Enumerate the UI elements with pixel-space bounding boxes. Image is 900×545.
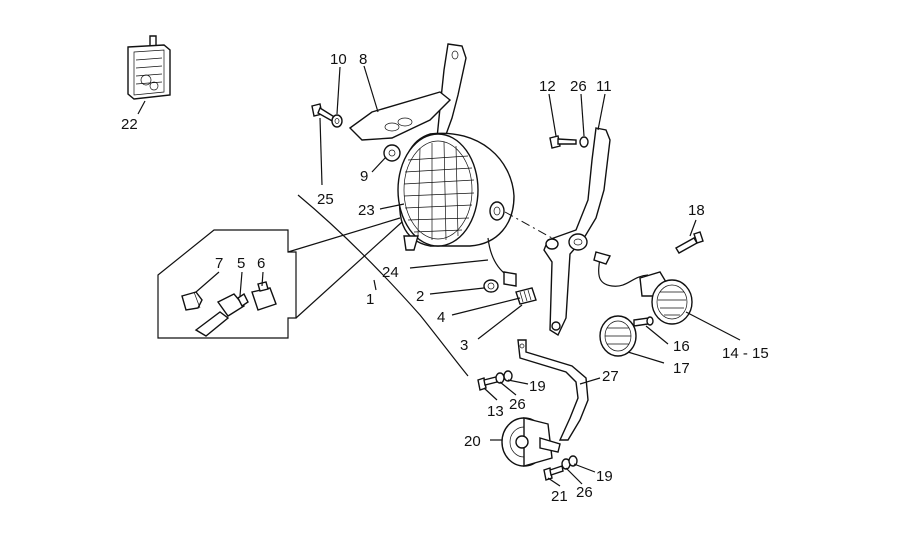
- part-7-bulb: [181, 291, 203, 311]
- part-labels: 22 10 8 25 9 23 24 1 2 4 3 7 5 6 12 26 1…: [121, 51, 769, 505]
- part-19-26-washers-mid: [495, 370, 513, 384]
- part-16-screw: [633, 316, 654, 327]
- bulb-inset-box: [157, 229, 297, 339]
- part-20-horn: [501, 417, 561, 467]
- frame-outline: [297, 194, 469, 377]
- label-part-8: 8: [359, 51, 367, 68]
- label-part-5: 5: [237, 255, 245, 272]
- part-11-bracket: [543, 127, 611, 337]
- label-part-16: 16: [673, 338, 690, 355]
- part-6-socket: [251, 281, 277, 311]
- label-part-19-low: 19: [596, 468, 613, 485]
- label-part-23: 23: [358, 202, 375, 219]
- label-part-9: 9: [360, 168, 368, 185]
- label-part-26-low: 26: [576, 484, 593, 501]
- label-part-3: 3: [460, 337, 468, 354]
- part-8-bracket: [348, 43, 467, 150]
- label-part-6: 6: [257, 255, 265, 272]
- part-13-bolt: [477, 376, 498, 391]
- part-12-bolt: [549, 135, 577, 149]
- label-part-18: 18: [688, 202, 705, 219]
- label-part-13: 13: [487, 403, 504, 420]
- label-part-12: 12: [539, 78, 556, 95]
- part-9-bushing: [383, 144, 401, 162]
- label-part-27: 27: [602, 368, 619, 385]
- part-19-26-washers-low: [561, 455, 578, 470]
- headlamp-assembly: [397, 132, 517, 287]
- label-part-26-mid: 26: [509, 396, 526, 413]
- leader-lines: [195, 65, 741, 487]
- label-part-22: 22: [121, 116, 138, 133]
- part-27-bracket: [517, 339, 589, 441]
- part-18-screw: [675, 231, 704, 254]
- label-part-19-mid: 19: [529, 378, 546, 395]
- label-part-21: 21: [551, 488, 568, 505]
- label-part-20: 20: [464, 433, 481, 450]
- label-part-25: 25: [317, 191, 334, 208]
- part-22-reflector: [127, 35, 171, 100]
- part-21-bolt: [543, 465, 564, 481]
- label-part-26-top: 26: [570, 78, 587, 95]
- label-part-17: 17: [673, 360, 690, 377]
- part-5-bulb: [194, 292, 249, 337]
- part-14-15-turn-indicator: [593, 251, 693, 325]
- part-2-grommet: [483, 279, 499, 293]
- label-part-2: 2: [416, 288, 424, 305]
- label-part-24: 24: [382, 264, 399, 281]
- label-part-1: 1: [366, 291, 374, 308]
- part-26-washer-top: [579, 136, 589, 148]
- part-10-washer: [331, 114, 343, 128]
- label-part-10: 10: [330, 51, 347, 68]
- part-17-lens: [599, 315, 637, 357]
- part-4-connector: [515, 287, 537, 305]
- label-part-4: 4: [437, 309, 445, 326]
- label-part-7: 7: [215, 255, 223, 272]
- label-part-11: 11: [596, 78, 612, 95]
- label-part-14-15: 14 - 15: [722, 345, 769, 362]
